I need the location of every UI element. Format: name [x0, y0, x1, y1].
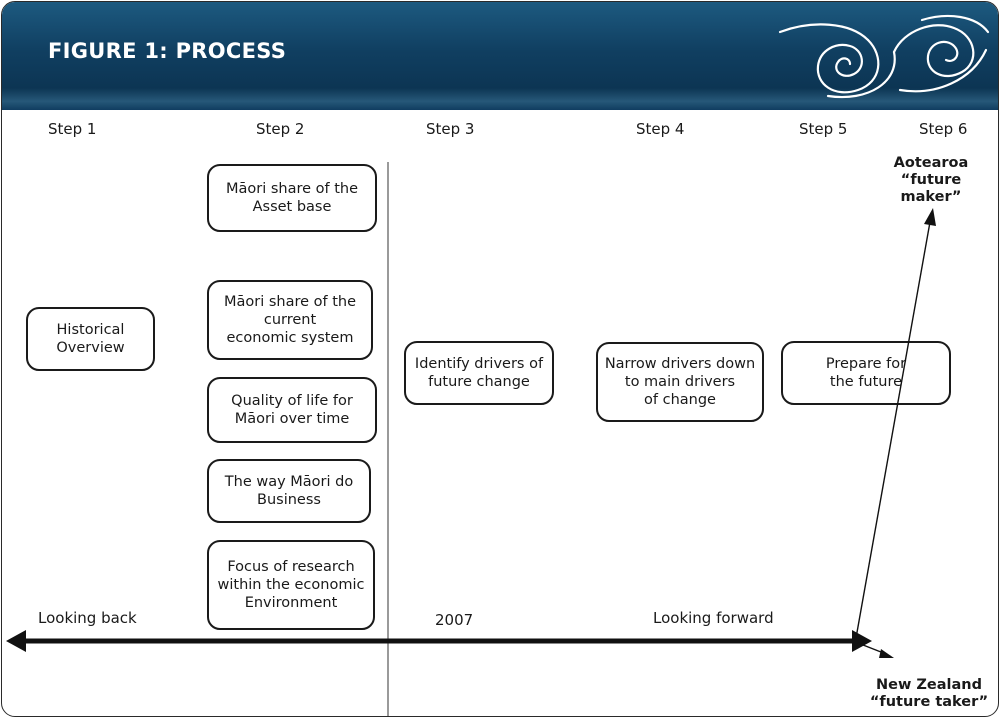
header-band: [2, 88, 998, 110]
label-looking-forward: Looking forward: [653, 609, 774, 627]
future-taker-arrow: [857, 642, 894, 658]
step-label-6: Step 6: [919, 120, 968, 138]
label-looking-back: Looking back: [38, 609, 137, 627]
box-quality-of-life: Quality of life for Māori over time: [207, 377, 377, 443]
box-historical-overview: Historical Overview: [26, 307, 155, 371]
step-label-5: Step 5: [799, 120, 848, 138]
box-identify-drivers: Identify drivers of future change: [404, 341, 554, 405]
future-maker-arrow: [855, 208, 936, 639]
present-divider: [387, 162, 389, 716]
figure-header: FIGURE 1: PROCESS: [2, 2, 998, 110]
step-label-4: Step 4: [636, 120, 685, 138]
label-future-maker: Aotearoa “future maker”: [893, 155, 969, 205]
step-label-2: Step 2: [256, 120, 305, 138]
label-year-2007: 2007: [435, 611, 474, 629]
box-asset-base: Māori share of the Asset base: [207, 164, 377, 232]
box-economic-system: Māori share of the current economic syst…: [207, 280, 373, 360]
timeline-arrow: [6, 630, 872, 652]
box-business: The way Māori do Business: [207, 459, 371, 523]
figure-title: FIGURE 1: PROCESS: [48, 39, 287, 63]
koru-ornament-icon: [778, 14, 990, 99]
box-research-focus: Focus of research within the economic En…: [207, 540, 375, 630]
box-prepare-future: Prepare for the future: [781, 341, 951, 405]
step-label-1: Step 1: [48, 120, 97, 138]
label-future-taker: New Zealand “future taker”: [869, 677, 989, 710]
box-narrow-drivers: Narrow drivers down to main drivers of c…: [596, 342, 764, 422]
step-label-3: Step 3: [426, 120, 475, 138]
